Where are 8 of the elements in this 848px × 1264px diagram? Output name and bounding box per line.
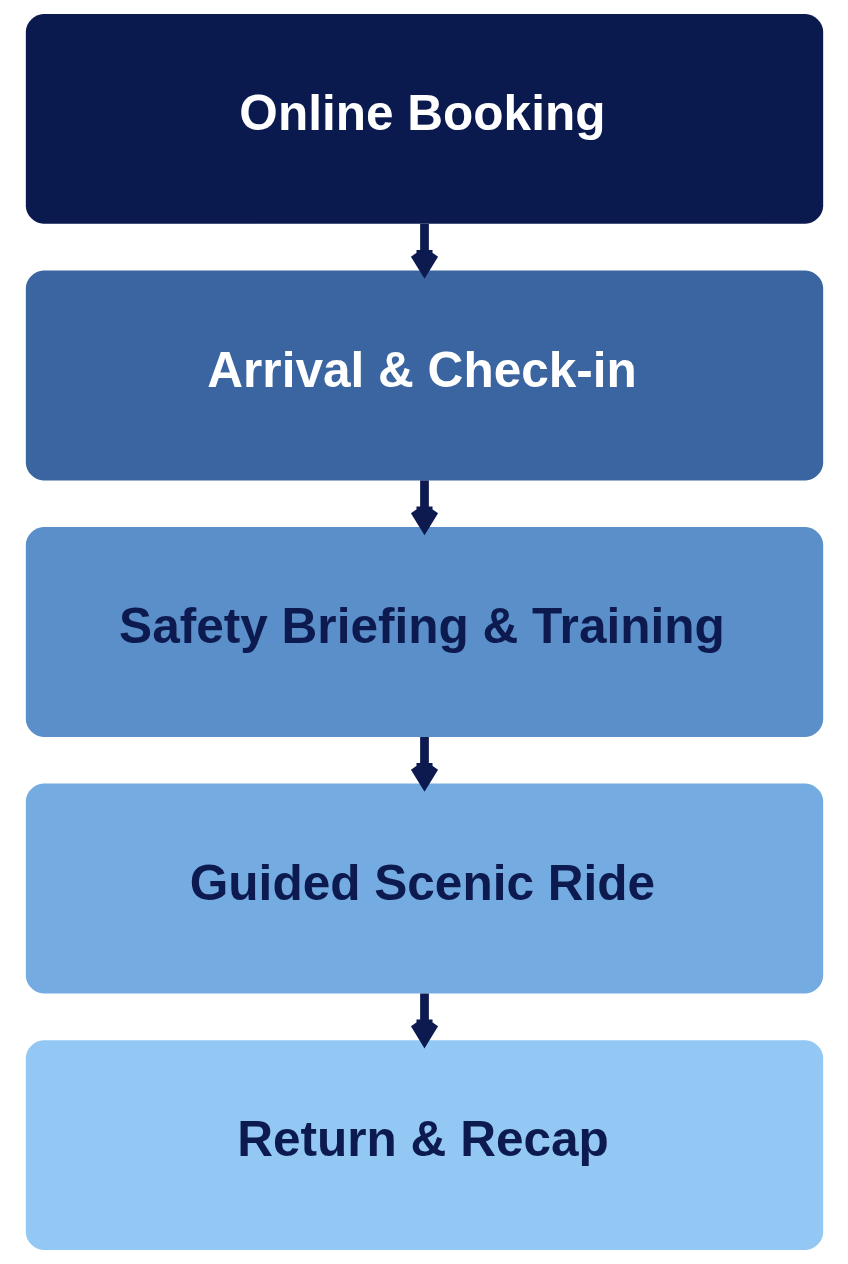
arrow xyxy=(409,737,439,789)
node-box: Guided Scenic Ride xyxy=(25,783,823,994)
node-box: Online Booking xyxy=(25,13,823,224)
node-box: Arrival & Check-in xyxy=(25,270,823,481)
node-box: Safety Briefing & Training xyxy=(25,527,823,737)
arrow xyxy=(409,223,439,276)
arrow xyxy=(409,480,439,532)
node-box: Return & Recap xyxy=(25,1040,823,1251)
